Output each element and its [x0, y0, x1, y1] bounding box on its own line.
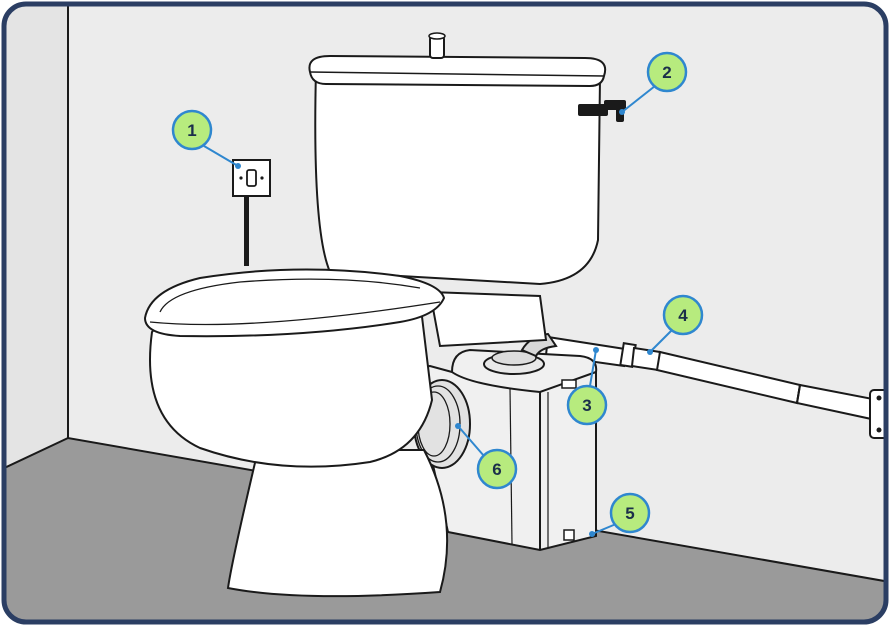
callout-label: 2 [662, 63, 671, 82]
leader-dot [619, 109, 625, 115]
leader-dot [235, 163, 241, 169]
leader-dot [589, 531, 595, 537]
callout-label: 4 [678, 306, 688, 325]
callout-label: 1 [187, 121, 196, 140]
leader-dot [647, 349, 653, 355]
callout-label: 3 [582, 396, 591, 415]
callout-label: 6 [492, 460, 501, 479]
leader-dot [593, 347, 599, 353]
leader-dot [455, 423, 461, 429]
left-wall [0, 0, 68, 470]
callout-label: 5 [625, 504, 634, 523]
